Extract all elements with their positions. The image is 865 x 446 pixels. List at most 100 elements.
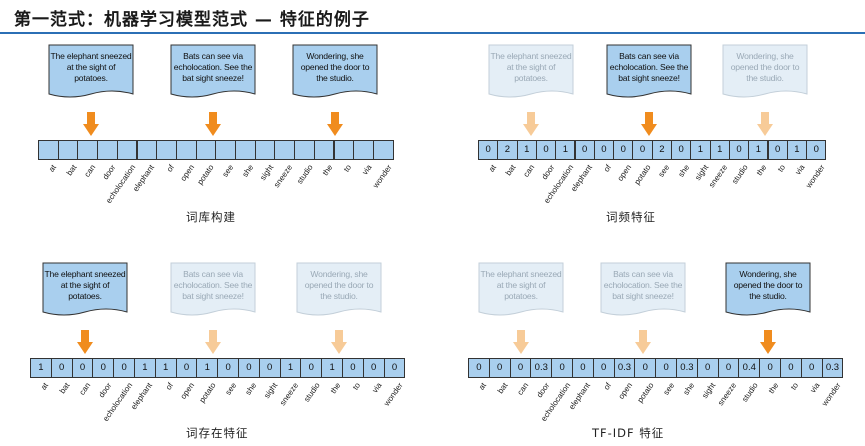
vector-cell: 1 <box>748 140 769 160</box>
vector-cell: 1 <box>690 140 711 160</box>
vocab-label: potato <box>197 381 218 405</box>
vocab-label: door <box>539 163 556 182</box>
vocab-label: via <box>793 163 808 177</box>
document-card: Wondering, she opened the door to the st… <box>725 262 811 316</box>
vector-cell: 1 <box>555 140 576 160</box>
vocab-label: via <box>808 381 822 395</box>
vector-cell: 0 <box>113 358 135 378</box>
vocab-label: door <box>534 381 552 400</box>
document-shape <box>600 262 686 316</box>
vector-cell <box>116 140 138 160</box>
vector-cell: 0 <box>342 358 364 378</box>
title-underline <box>0 32 865 34</box>
vocab-label: of <box>602 381 614 392</box>
vector-cell: 1 <box>196 358 219 378</box>
document-shape <box>48 44 134 98</box>
vocab-label: via <box>370 381 384 395</box>
vector-cell <box>136 140 158 160</box>
document-shape <box>170 44 256 98</box>
vector-cell: 0 <box>175 358 198 378</box>
vector-cell: 0 <box>535 140 557 160</box>
document-shape <box>170 262 256 316</box>
document-card: Bats can see via echolocation. See the b… <box>170 262 256 316</box>
document-shape <box>606 44 692 98</box>
vector-cell <box>215 140 236 160</box>
vocab-label: open <box>178 163 196 183</box>
vocab-label: potato <box>632 163 653 187</box>
vocab-label: to <box>775 163 788 174</box>
document-text: Bats can see via echolocation. See the b… <box>173 269 253 301</box>
vocab-label: sneeze <box>272 163 295 190</box>
document-text: The elephant sneezed at the sight of pot… <box>490 51 572 83</box>
down-arrow-icon <box>757 112 773 136</box>
down-arrow-icon <box>83 112 99 136</box>
document-shape <box>488 44 574 98</box>
vector-cell: 1 <box>709 140 730 160</box>
document-shape <box>478 262 564 316</box>
page-title: 第一范式：机器学习模型范式 — 特征的例子 <box>14 10 370 30</box>
vocab-label: sneeze <box>278 381 301 408</box>
vector-cell <box>97 140 118 160</box>
vocab-label: the <box>320 163 335 178</box>
vector-cell: 0 <box>800 358 823 378</box>
vocab-label: open <box>615 163 633 183</box>
vector-cell: 0 <box>671 140 692 160</box>
panel-caption: 词库构建 <box>186 210 236 224</box>
vector-cell: 1 <box>134 358 156 378</box>
vector-cell: 0.3 <box>821 358 844 378</box>
document-text: The elephant sneezed at the sight of pot… <box>44 269 126 301</box>
down-arrow-icon <box>760 330 776 354</box>
vocab-label: sight <box>257 163 275 183</box>
vocab-label: bat <box>57 381 72 396</box>
vocab-label: sight <box>700 381 718 401</box>
vector-cell: 1 <box>30 358 52 378</box>
document-text: Wondering, she opened the door to the st… <box>733 269 803 301</box>
vector-cell: 0 <box>238 358 260 378</box>
vocab-label: to <box>342 163 354 174</box>
document-text: Wondering, she opened the door to the st… <box>304 269 374 301</box>
vector-cell: 2 <box>497 140 518 160</box>
vocab-label: she <box>676 163 691 179</box>
down-arrow-icon <box>641 112 657 136</box>
document-card: Bats can see via echolocation. See the b… <box>600 262 686 316</box>
vector-cell: 0 <box>383 358 406 378</box>
document-shape <box>42 262 128 316</box>
document-shape <box>292 44 378 98</box>
document-shape <box>296 262 382 316</box>
vocab-label: at <box>477 381 489 392</box>
panel-caption: TF-IDF 特征 <box>592 426 665 440</box>
down-arrow-icon <box>635 330 651 354</box>
document-shape <box>722 44 808 98</box>
vector-cell <box>38 140 59 160</box>
document-card: The elephant sneezed at the sight of pot… <box>488 44 574 98</box>
vector-cell: 0 <box>728 140 750 160</box>
down-arrow-icon <box>327 112 343 136</box>
vector-cell <box>294 140 315 160</box>
vocab-label: studio <box>729 163 750 186</box>
vocab-label: potato <box>635 381 656 405</box>
vocab-label: open <box>616 381 635 401</box>
document-card: The elephant sneezed at the sight of pot… <box>42 262 128 316</box>
vocab-label: wonder <box>382 381 405 408</box>
vocab-label: the <box>766 381 781 396</box>
document-card: The elephant sneezed at the sight of pot… <box>478 262 564 316</box>
vector-cell: 0 <box>217 358 239 378</box>
document-text: The elephant sneezed at the sight of pot… <box>480 269 562 301</box>
vector-cell <box>175 140 197 160</box>
vocab-label: see <box>661 381 676 397</box>
vector-cell: 0.3 <box>613 358 636 378</box>
vector-cell: 1 <box>279 358 302 378</box>
document-card: Bats can see via echolocation. See the b… <box>606 44 692 98</box>
vector-cell: 0 <box>551 358 573 378</box>
vector-cell <box>156 140 177 160</box>
document-text: Wondering, she opened the door to the st… <box>300 51 370 83</box>
vocab-label: see <box>656 163 672 179</box>
vector-cell: 0 <box>717 358 740 378</box>
vector-cell: 0.3 <box>530 358 553 378</box>
down-arrow-icon <box>205 112 221 136</box>
vector-cell: 0 <box>759 358 781 378</box>
document-card: Wondering, she opened the door to the st… <box>722 44 808 98</box>
document-shape <box>725 262 811 316</box>
vocab-label: wonder <box>803 163 827 190</box>
vector-cell: 0 <box>488 358 511 378</box>
